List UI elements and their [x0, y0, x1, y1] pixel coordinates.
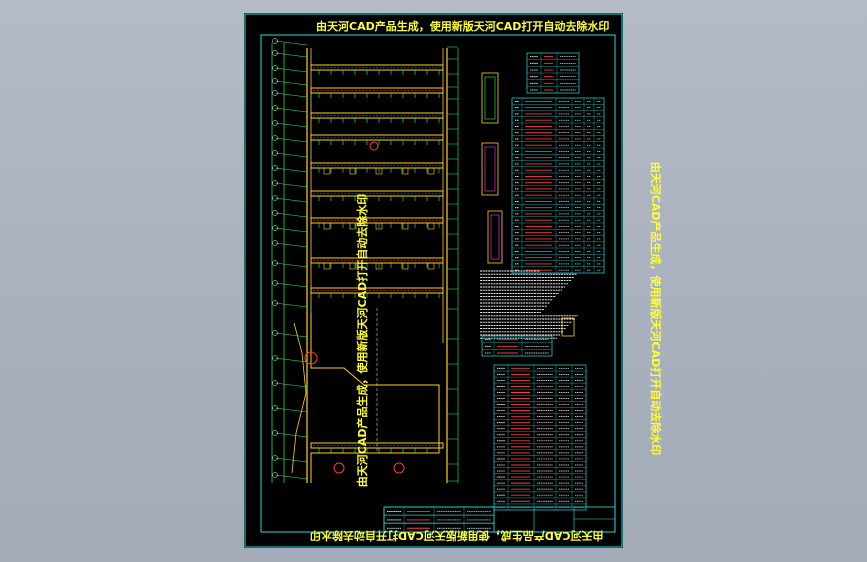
- floor-slab: [310, 64, 444, 71]
- callout-bubble: [272, 180, 278, 186]
- detail-rebar-1: [484, 76, 496, 120]
- outer-frame: [244, 13, 623, 548]
- title-block: [383, 506, 616, 533]
- beam-section: [375, 222, 383, 230]
- beam-section: [323, 167, 331, 175]
- callout-bubble: [272, 210, 278, 216]
- watermark-top: 由天河CAD产品生成，使用新版天河CAD打开自动去除水印: [316, 20, 610, 33]
- detail-section-3: [487, 210, 503, 264]
- callout-bubble: [272, 165, 278, 171]
- beam-section: [427, 262, 435, 270]
- elevation-section: [271, 38, 459, 483]
- detail-rebar-2: [484, 146, 496, 192]
- callout-bubble: [272, 90, 278, 96]
- beam-section: [427, 222, 435, 230]
- leader-line: [274, 332, 308, 338]
- callout-bubble: [272, 135, 278, 141]
- leader-line: [274, 242, 308, 248]
- floor-slab: [310, 134, 444, 141]
- beam-section: [375, 167, 383, 175]
- leader-line: [274, 432, 308, 438]
- beam-section: [349, 167, 357, 175]
- beam-section: [401, 222, 409, 230]
- beam-section: [349, 222, 357, 230]
- leader-line: [274, 227, 308, 233]
- beam-section: [349, 262, 357, 270]
- watermark-bottom: 由天河CAD产品生成，使用新版天河CAD打开自动去除水印: [310, 529, 604, 542]
- leader-line: [274, 137, 308, 143]
- pipe-opening: [304, 351, 318, 365]
- callout-bubble: [272, 380, 278, 386]
- callout-bubble: [272, 120, 278, 126]
- leader-line: [274, 262, 308, 268]
- callout-bubble: [272, 260, 278, 266]
- leader-line: [274, 407, 308, 413]
- callout-bubble: [272, 225, 278, 231]
- callout-bubble: [272, 38, 278, 44]
- callout-bubble: [272, 105, 278, 111]
- callout-bubble: [272, 355, 278, 361]
- leader-line: [274, 80, 308, 86]
- detail-section-1: [481, 72, 499, 124]
- drawing-sheet: 由天河CAD产品生成，使用新版天河CAD打开自动去除水印 由天河CAD产品生成，…: [244, 13, 662, 548]
- beam-section: [323, 222, 331, 230]
- general-notes: [480, 270, 578, 339]
- leader-line: [274, 107, 308, 113]
- leader-line: [274, 52, 308, 58]
- callout-bubble: [272, 330, 278, 336]
- leader-line: [274, 67, 308, 73]
- callout-bubble: [272, 430, 278, 436]
- leader-line: [274, 92, 308, 98]
- callout-bubble: [272, 472, 278, 478]
- beam-section: [401, 262, 409, 270]
- leader-line: [274, 382, 308, 388]
- callout-bubble: [272, 78, 278, 84]
- callout-bubble: [272, 280, 278, 286]
- callout-bubble: [272, 455, 278, 461]
- leader-line: [274, 122, 308, 128]
- leader-line: [274, 282, 308, 288]
- leader-line: [274, 212, 308, 218]
- detail-section-4: [561, 317, 575, 337]
- callout-bubble: [272, 50, 278, 56]
- watermark-right: 由天河CAD产品生成，使用新版天河CAD打开自动去除水印: [649, 161, 663, 456]
- title-block-frame: [383, 506, 616, 533]
- leader-line: [274, 152, 308, 158]
- watermark-left: 由天河CAD产品生成，使用新版天河CAD打开自动去除水印: [356, 193, 370, 488]
- floor-slab: [310, 112, 444, 119]
- leader-line: [274, 197, 308, 203]
- callout-bubble: [272, 240, 278, 246]
- callout-labels: [272, 38, 458, 482]
- callout-bubble: [272, 405, 278, 411]
- leader-line: [274, 302, 308, 308]
- floor-slab: [310, 87, 444, 94]
- beam-section: [427, 167, 435, 175]
- callout-bubble: [272, 300, 278, 306]
- leader-line: [274, 357, 308, 363]
- detail-rebar-3: [490, 214, 500, 260]
- beam-section: [375, 262, 383, 270]
- lower-chamber-outline: [310, 313, 440, 483]
- side-profile-line: [291, 322, 307, 474]
- callout-bubble: [272, 195, 278, 201]
- pipe-opening: [333, 462, 345, 474]
- leader-line: [274, 40, 308, 46]
- leader-line: [274, 457, 308, 463]
- small-note-table: [481, 335, 553, 357]
- pipe-opening: [369, 141, 379, 151]
- callout-bubble: [272, 150, 278, 156]
- detail-section-2: [481, 142, 499, 196]
- leader-line: [274, 182, 308, 188]
- pipe-opening: [393, 462, 405, 474]
- beam-section: [323, 262, 331, 270]
- leader-line: [274, 474, 308, 480]
- detail-sections: [481, 72, 575, 337]
- floor-slab: [310, 190, 444, 197]
- callout-bubble: [272, 65, 278, 71]
- leader-line: [274, 167, 308, 173]
- beam-section: [401, 167, 409, 175]
- floor-slab: [310, 287, 444, 294]
- cad-drawing-canvas: [244, 13, 623, 548]
